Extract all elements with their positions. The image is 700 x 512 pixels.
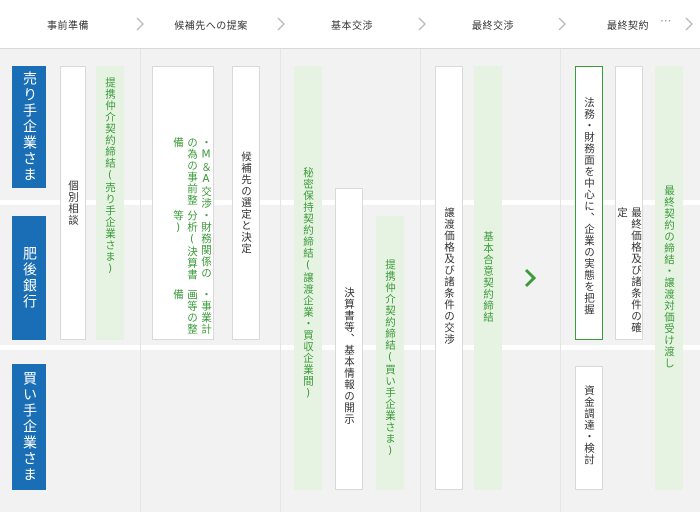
task-buyer-agreement: 提携仲介契約締結(買い手企業さま) bbox=[376, 216, 404, 490]
task-fin-analysis: ・財務関係の分析(決算書等) bbox=[172, 210, 212, 281]
stage-final-negotiation: 最終交渉 bbox=[472, 20, 514, 32]
stage-final-contract: 最終契約 bbox=[607, 20, 649, 32]
stage-header: 事前準備 候補先への提案 基本交渉 最終交渉 最終契約 ··· bbox=[0, 0, 700, 49]
stage-proposal: 候補先への提案 bbox=[174, 20, 248, 32]
task-financing: 資金調達・検討 bbox=[575, 366, 603, 490]
column-divider bbox=[560, 48, 561, 512]
more-indicator: ··· bbox=[660, 14, 672, 28]
column-divider bbox=[280, 48, 281, 512]
task-candidate-select: 候補先の選定と決定 bbox=[232, 66, 260, 340]
stage-preparation: 事前準備 bbox=[47, 20, 89, 32]
party-buyer: 買い手企業さま bbox=[12, 364, 46, 490]
task-pre-arrangement: ・M＆A交渉の為の事前整備 ・財務関係の分析(決算書等) ・事業計画等の整備 bbox=[152, 66, 214, 340]
task-seller-agreement: 提携仲介契約締結(売り手企業さま) bbox=[96, 66, 124, 340]
column-divider bbox=[140, 48, 141, 512]
task-final-contract: 最終契約の締結・譲渡対価受け渡し bbox=[655, 66, 683, 490]
task-biz-plan: ・事業計画等の整備 bbox=[172, 289, 212, 336]
task-ma-prep: ・M＆A交渉の為の事前整備 bbox=[172, 137, 212, 209]
column-divider bbox=[420, 48, 421, 512]
task-nda: 秘密保持契約締結(譲渡企業・買収企業間) bbox=[294, 66, 322, 490]
task-due-diligence: 法務・財務面を中心に、企業の実態を把握 bbox=[575, 66, 603, 340]
task-price-negotiation: 譲渡価格及び諸条件の交渉 bbox=[435, 66, 463, 490]
arrow-right-icon bbox=[524, 268, 536, 288]
task-final-price: 最終価格及び諸条件の確定 bbox=[615, 66, 643, 340]
task-individual-consult: 個別相談 bbox=[60, 66, 86, 340]
party-bank: 肥後銀行 bbox=[12, 216, 46, 340]
party-seller: 売り手企業さま bbox=[12, 66, 46, 188]
chevron-right-icon bbox=[685, 17, 694, 31]
chevron-right-icon bbox=[418, 17, 427, 31]
task-disclosure: 決算書等、基本情報の開示 bbox=[335, 188, 363, 490]
stage-basic-negotiation: 基本交渉 bbox=[331, 20, 373, 32]
task-basic-agreement: 基本合意契約締結 bbox=[474, 66, 502, 490]
chevron-right-icon bbox=[136, 17, 145, 31]
chevron-right-icon bbox=[277, 17, 286, 31]
chevron-right-icon bbox=[558, 17, 567, 31]
